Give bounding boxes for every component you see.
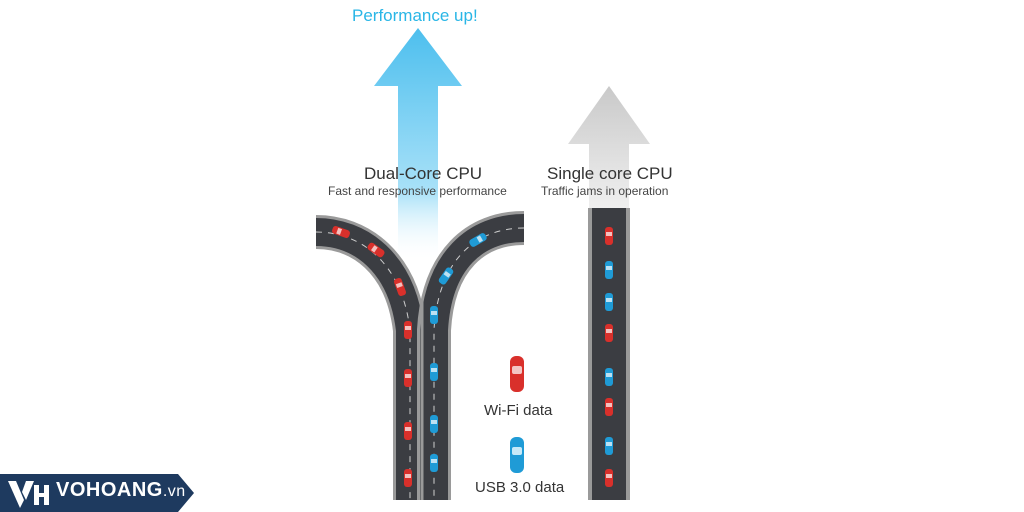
logo-brand-name: VOHOANG xyxy=(56,479,163,501)
headline-performance-up: Performance up! xyxy=(352,6,478,25)
car-icon xyxy=(394,278,406,296)
car-icon xyxy=(430,415,438,433)
car-icon xyxy=(430,363,438,381)
single-core-cars xyxy=(605,227,613,487)
single-core-subtitle: Traffic jams in operation xyxy=(541,184,669,198)
car-icon xyxy=(605,324,613,342)
dual-core-cars xyxy=(332,226,487,487)
car-icon xyxy=(430,454,438,472)
logo-mark-icon xyxy=(8,481,49,508)
car-icon xyxy=(367,242,385,258)
car-icon xyxy=(404,369,412,387)
car-icon xyxy=(605,227,613,245)
performance-up-arrow-icon xyxy=(374,28,462,262)
car-icon xyxy=(438,267,454,285)
single-core-road xyxy=(588,208,630,500)
car-icon xyxy=(469,233,487,247)
dual-core-title: Dual-Core CPU xyxy=(364,164,483,183)
single-core-arrow-icon xyxy=(568,86,650,210)
car-icon xyxy=(605,469,613,487)
single-core-title: Single core CPU xyxy=(547,164,673,183)
usb-car-icon xyxy=(510,437,524,473)
logo-brand: VOHOANG.vn xyxy=(56,479,186,502)
car-icon xyxy=(430,306,438,324)
car-icon xyxy=(404,422,412,440)
car-icon xyxy=(605,293,613,311)
car-icon xyxy=(404,469,412,487)
car-icon xyxy=(605,261,613,279)
logo-banner xyxy=(0,474,194,512)
usb-data-label: USB 3.0 data xyxy=(475,479,565,496)
wifi-car-icon xyxy=(510,356,524,392)
dual-core-subtitle: Fast and responsive performance xyxy=(328,184,507,198)
car-icon xyxy=(605,398,613,416)
car-icon xyxy=(404,321,412,339)
wifi-data-label: Wi-Fi data xyxy=(484,402,553,419)
dual-core-road xyxy=(315,211,525,500)
logo-brand-suffix: .vn xyxy=(162,483,186,500)
car-icon xyxy=(605,437,613,455)
car-icon xyxy=(605,368,613,386)
car-icon xyxy=(332,226,350,238)
